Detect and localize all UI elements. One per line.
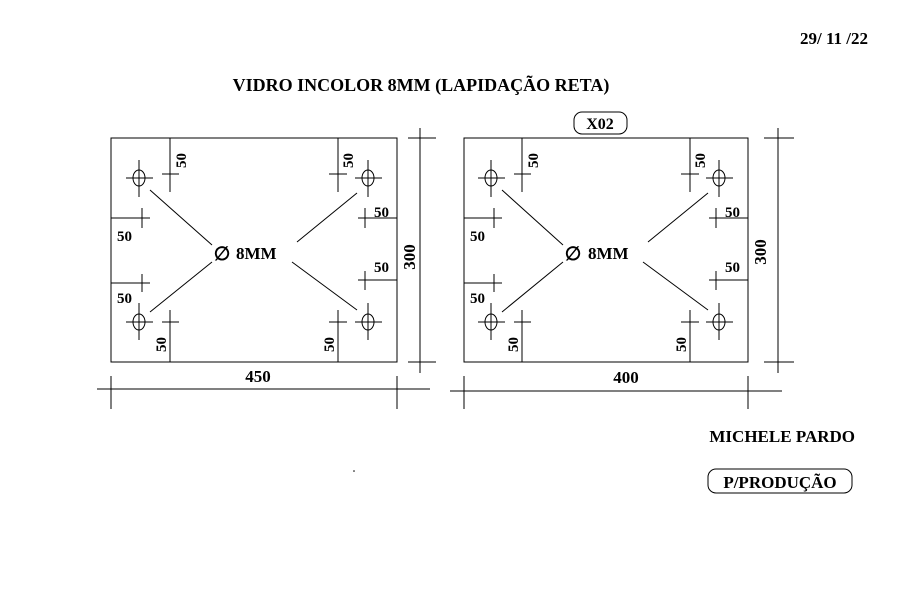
offset-label: 50 (322, 337, 338, 352)
offset-label: 50 (526, 153, 542, 168)
height-dimension-label: 300 (751, 239, 770, 265)
offset-label: 50 (117, 291, 132, 307)
offset-label: 50 (506, 337, 522, 352)
width-dimension-label: 450 (245, 367, 271, 386)
production-stamp: P/PRODUÇÃO (723, 473, 836, 492)
date-text: 29/ 11 /22 (800, 29, 868, 48)
stamp-box (707, 468, 853, 494)
height-dimension-label: 300 (400, 244, 419, 270)
hole-top-right (706, 160, 733, 197)
hole-top-left (478, 160, 505, 197)
offset-label: 50 (374, 205, 389, 221)
stray-dot (353, 470, 355, 472)
offset-label: 50 (725, 260, 740, 276)
drawing-title: VIDRO INCOLOR 8MM (LAPIDAÇÃO RETA) (233, 74, 610, 96)
offset-label: 50 (693, 153, 709, 168)
offset-label: 50 (470, 229, 485, 245)
panel-tag: X02 (586, 116, 614, 133)
hole-top-right (355, 160, 382, 197)
hole-bottom-left (126, 303, 153, 340)
offset-label: 50 (117, 229, 132, 245)
hole-bottom-left (478, 303, 505, 340)
offset-label: 50 (725, 205, 740, 221)
panel-tag-box (573, 111, 628, 135)
hole-diameter-label: 8MM (236, 244, 277, 263)
glass-panel-1: ∅ 8MM 50 50 50 50 50 50 50 50 450 300 (97, 128, 436, 409)
offset-label: 50 (674, 337, 690, 352)
hole-top-left (126, 160, 153, 197)
offset-dimension-lines (111, 138, 397, 362)
hole-diameter-label: 8MM (588, 244, 629, 263)
offset-label: 50 (374, 260, 389, 276)
diameter-symbol: ∅ (214, 244, 231, 265)
width-dimension-label: 400 (613, 368, 639, 387)
hole-leader-lines (149, 189, 358, 313)
offset-label: 50 (341, 153, 357, 168)
panel-1-dimension-lines (97, 128, 436, 409)
panel-2-outline (463, 137, 749, 363)
offset-dimension-lines (464, 138, 748, 362)
hole-bottom-right (355, 303, 382, 340)
glass-panel-2: X02 (450, 111, 794, 409)
hole-bottom-right (706, 303, 733, 340)
offset-label: 50 (154, 337, 170, 352)
offset-label: 50 (174, 153, 190, 168)
diameter-symbol: ∅ (565, 244, 582, 265)
hole-leader-lines (501, 189, 709, 313)
offset-label: 50 (470, 291, 485, 307)
panel-1-outline (110, 137, 398, 363)
panel-2-dimension-lines (450, 128, 794, 409)
client-name: MICHELE PARDO (709, 427, 855, 446)
